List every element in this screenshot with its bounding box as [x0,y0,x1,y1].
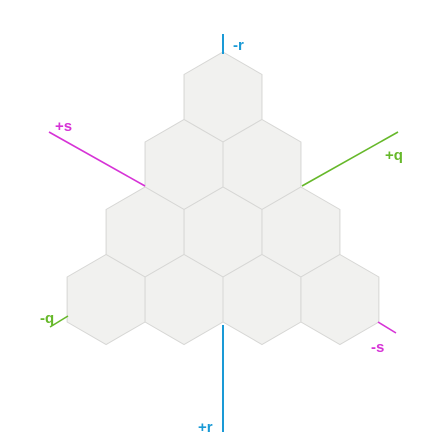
hex-grid [66,51,380,346]
axis-label-q-negative: -q [40,310,54,327]
axis-label-r-negative: -r [233,37,244,54]
axis-label-s-positive: +s [55,118,72,135]
axes [48,34,399,432]
axis-label-r-positive: +r [198,419,213,436]
axis-s-negative-line [377,321,397,334]
axis-q-positive-line [301,131,399,187]
axis-label-q-positive: +q [385,147,403,164]
axis-q-negative-line [49,315,69,328]
axis-s-positive-line [48,131,146,187]
axis-labels: -r +r +q -q +s -s [40,37,403,436]
hex-cell [300,253,380,346]
axis-label-s-negative: -s [371,339,384,356]
